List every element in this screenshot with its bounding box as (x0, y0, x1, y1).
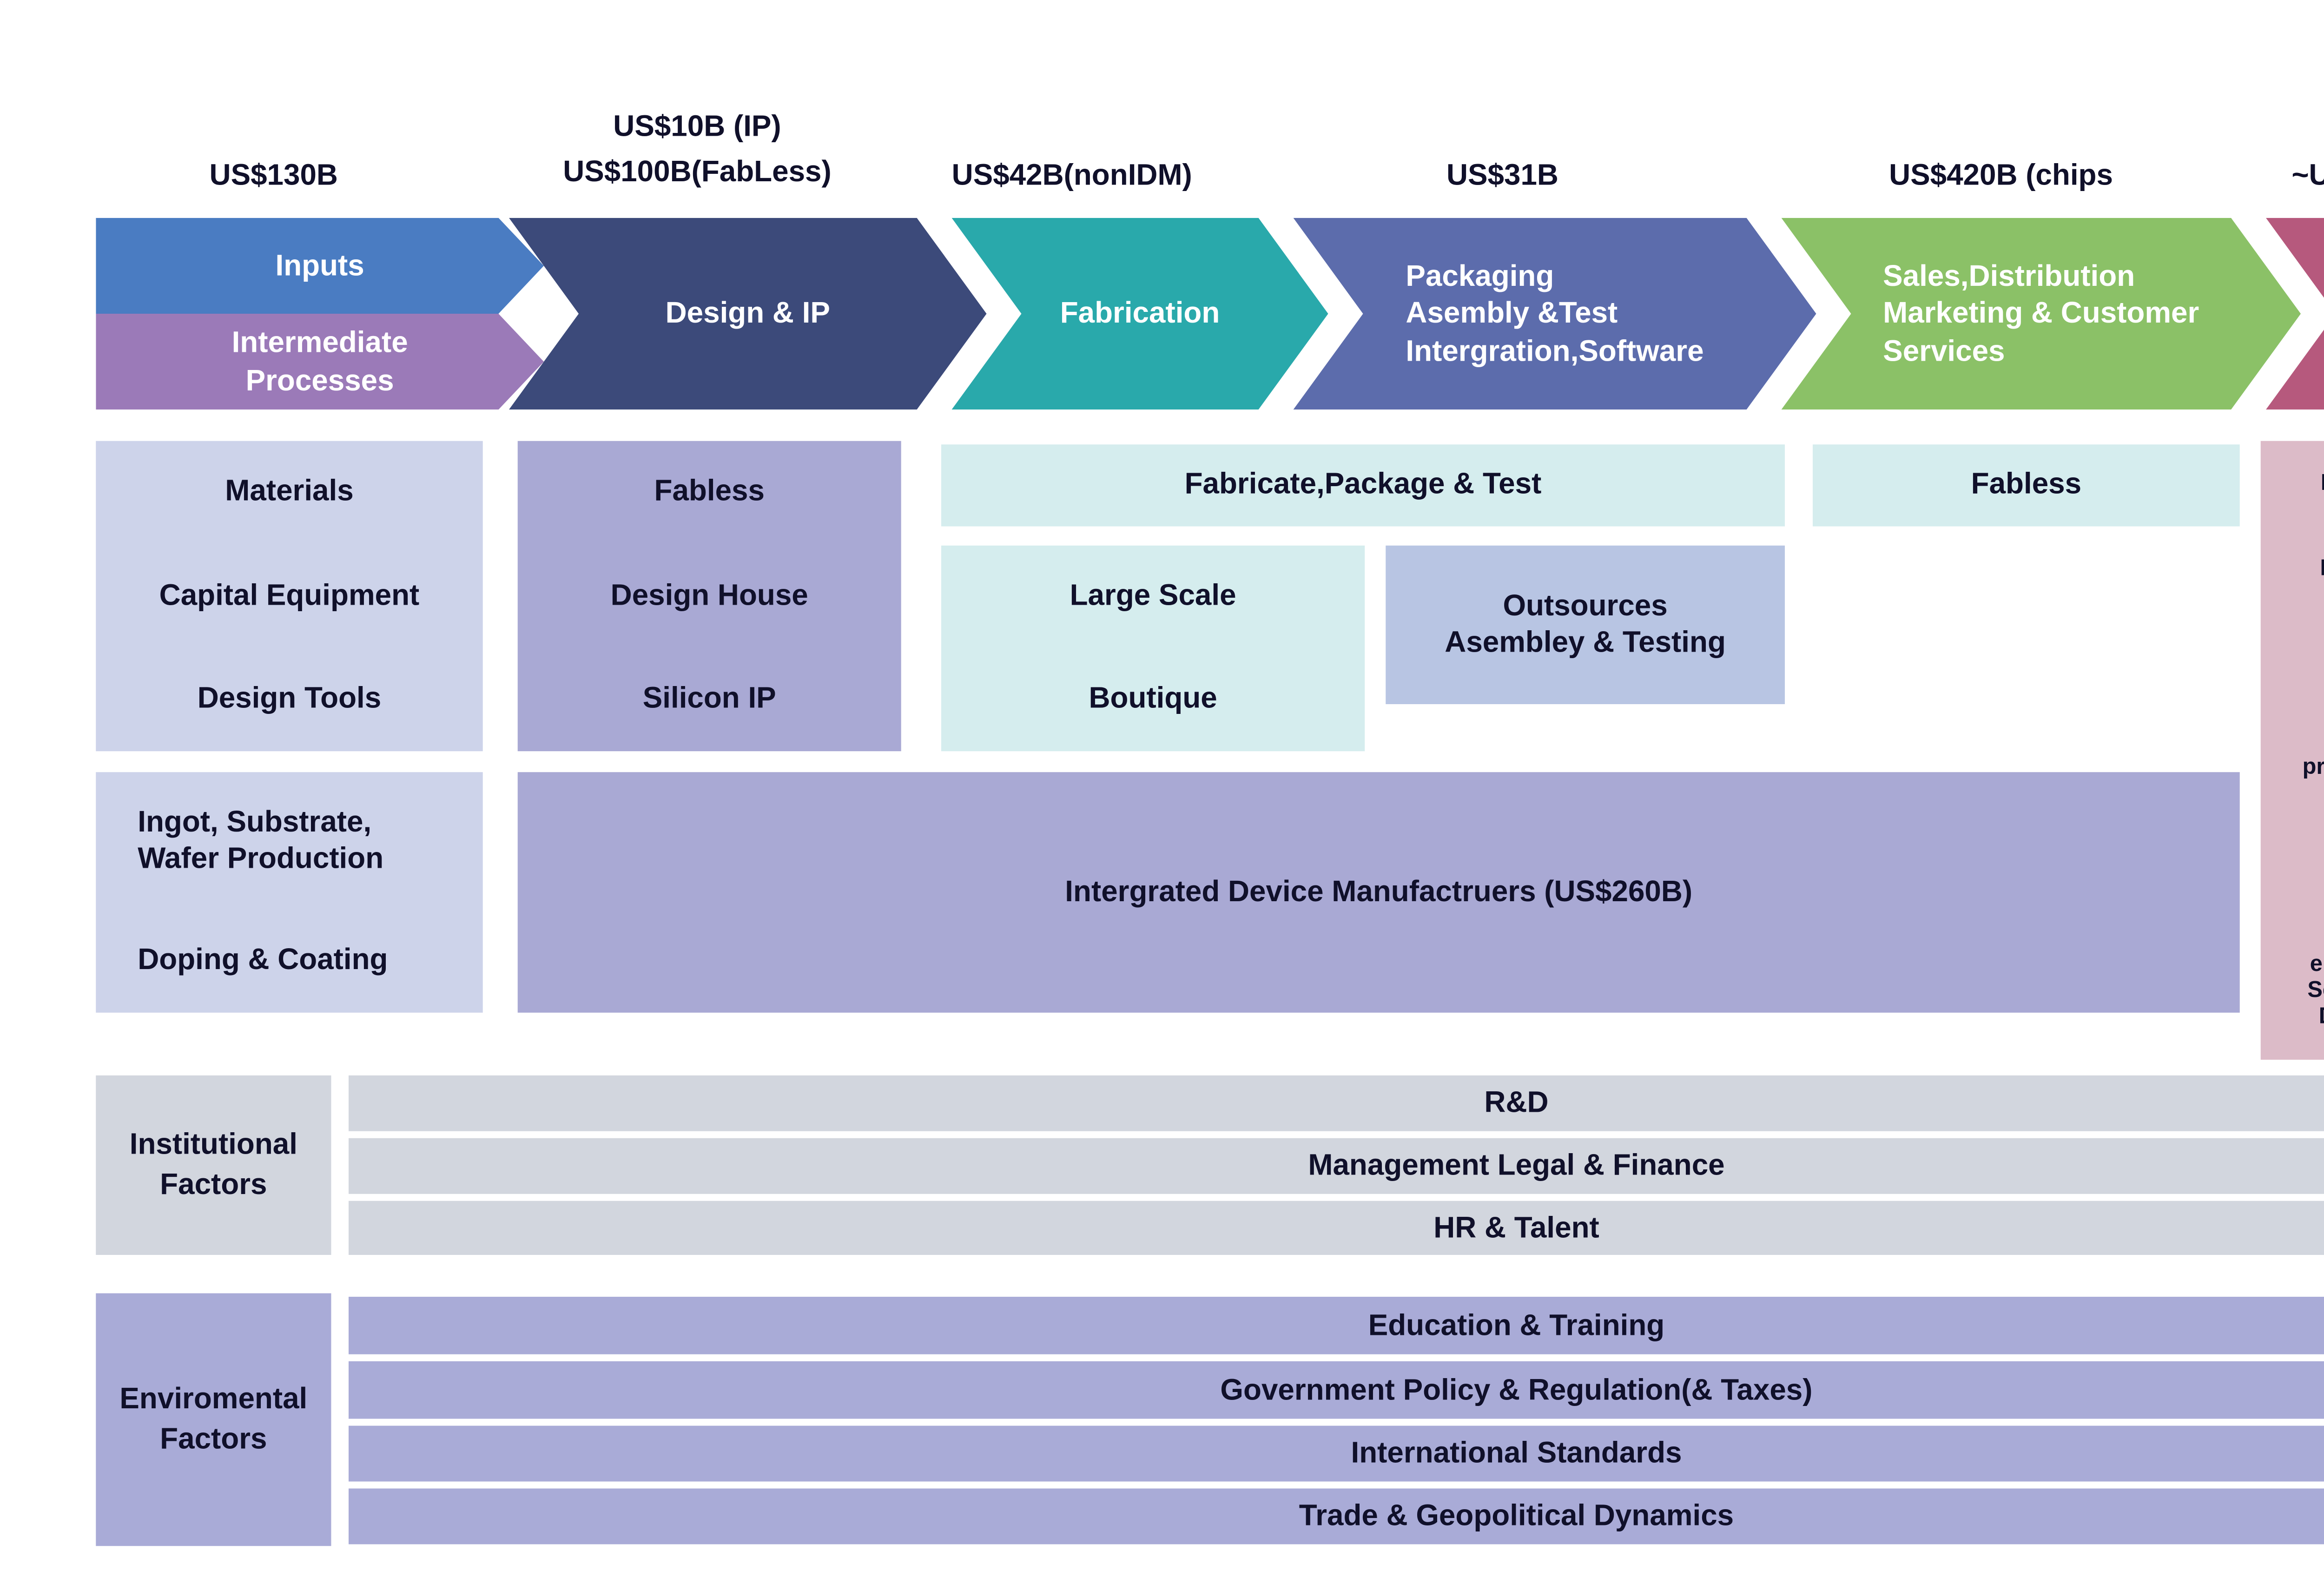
fabricate-package-test-label: Fabricate,Package & Test (1184, 468, 1542, 501)
arrow-design-label: Design & IP (665, 297, 830, 330)
arrow-inputs-label: Inputs (275, 249, 364, 283)
international-standards-bar: International Standards (349, 1426, 2324, 1482)
environmental-factors-text: Enviromental Factors (119, 1383, 308, 1455)
arrow-inputs: Inputs (96, 218, 544, 314)
rd-bar: R&D (349, 1075, 2324, 1131)
trade-geopolitical-bar: Trade & Geopolitical Dynamics (349, 1488, 2324, 1544)
devices-header: Devices (2321, 469, 2324, 497)
materials-item: Materials (225, 475, 354, 508)
hr-talent-bar: HR & Talent (349, 1201, 2324, 1255)
value-label-design-fabless: US$100B(FabLess) (563, 156, 832, 189)
education-training-bar: Education & Training (349, 1297, 2324, 1354)
boutique-item: Boutique (1089, 682, 1217, 715)
idm-label: Intergrated Device Manufactruers (US$260… (1065, 874, 1693, 908)
arrow-packaging-label: Packaging Asembly &Test Intergration,Sof… (1406, 260, 1704, 367)
institutional-factors-label: Institutional Factors (96, 1075, 331, 1255)
value-label-design: US$10B (IP) US$100B(FabLess) (488, 105, 906, 197)
inputs-supplies-box: Materials Capital Equipment Design Tools (96, 441, 483, 752)
optoelectronic-item: Opto- electronic Sensors & Discrete (2307, 950, 2324, 1028)
intermediate-processes-box: Ingot, Substrate, Wafer Production Dopin… (96, 772, 483, 1013)
microprocessors-item: Micro- processors (2302, 752, 2324, 779)
doping-coating-item: Doping & Coating (138, 944, 388, 977)
sales-fabless-box: Fabless (1813, 444, 2240, 527)
value-label-packaging: US$31B (1446, 158, 1558, 192)
arrow-intermediate-label: Intermediate Processes (231, 326, 408, 397)
management-legal-finance-label: Management Legal & Finance (1308, 1148, 1725, 1182)
value-label-design-ip: US$10B (IP) (613, 110, 781, 143)
ingot-substrate-item: Ingot, Substrate, Wafer Production (138, 805, 384, 874)
outsources-box: Outsources Asembley & Testing (1386, 545, 1785, 704)
outsources-label: Outsources Asembley & Testing (1445, 589, 1726, 658)
environmental-factors-label: Enviromental Factors (96, 1293, 331, 1546)
value-label-end-markets: ~US$4,000B(equip) (2291, 158, 2324, 192)
arrow-packaging: Packaging Asembly &Test Intergration,Sof… (1294, 218, 1816, 410)
government-policy-label: Government Policy & Regulation(& Taxes) (1220, 1373, 1813, 1406)
education-training-label: Education & Training (1368, 1308, 1665, 1341)
capital-equipment-item: Capital Equipment (159, 578, 420, 612)
management-legal-finance-bar: Management Legal & Finance (349, 1138, 2324, 1194)
fab-modes-box: Large Scale Boutique (941, 545, 1365, 752)
fabless-item: Fabless (654, 475, 765, 508)
silicon-ip-item: Silicon IP (642, 681, 776, 715)
design-column-box: Fabless Design House Silicon IP (517, 441, 901, 752)
devices-column: Devices Memory Logic Micro- processors A… (2260, 441, 2324, 1060)
trade-geopolitical-label: Trade & Geopolitical Dynamics (1299, 1499, 1734, 1532)
design-tools-item: Design Tools (197, 681, 382, 715)
hr-talent-label: HR & Talent (1433, 1210, 1599, 1244)
arrow-sales: Sales,Distribution Marketing & Customer … (1782, 218, 2301, 410)
idm-box: Intergrated Device Manufactruers (US$260… (517, 772, 2240, 1013)
value-label-sales: US$420B (chips (1889, 158, 2113, 192)
arrow-design-ip: Design & IP (509, 218, 987, 410)
memory-item: Memory (2320, 555, 2324, 582)
arrow-fabrication-label: Fabrication (1060, 297, 1220, 330)
design-house-item: Design House (610, 578, 808, 612)
arrow-fabrication: Fabrication (952, 218, 1328, 410)
large-scale-item: Large Scale (1070, 579, 1236, 613)
value-label-fabrication: US$42B(nonIDM) (951, 158, 1192, 192)
international-standards-label: International Standards (1351, 1436, 1682, 1470)
institutional-factors-text: Institutional Factors (129, 1128, 297, 1200)
arrow-intermediate-processes: Intermediate Processes (96, 314, 544, 409)
rd-bar-label: R&D (1484, 1086, 1549, 1119)
arrow-sales-label: Sales,Distribution Marketing & Customer … (1883, 260, 2199, 367)
sales-fabless-label: Fabless (1971, 468, 2082, 501)
government-policy-bar: Government Policy & Regulation(& Taxes) (349, 1361, 2324, 1419)
value-label-inputs: US$130B (209, 158, 338, 192)
fabricate-package-test-box: Fabricate,Package & Test (941, 444, 1785, 527)
